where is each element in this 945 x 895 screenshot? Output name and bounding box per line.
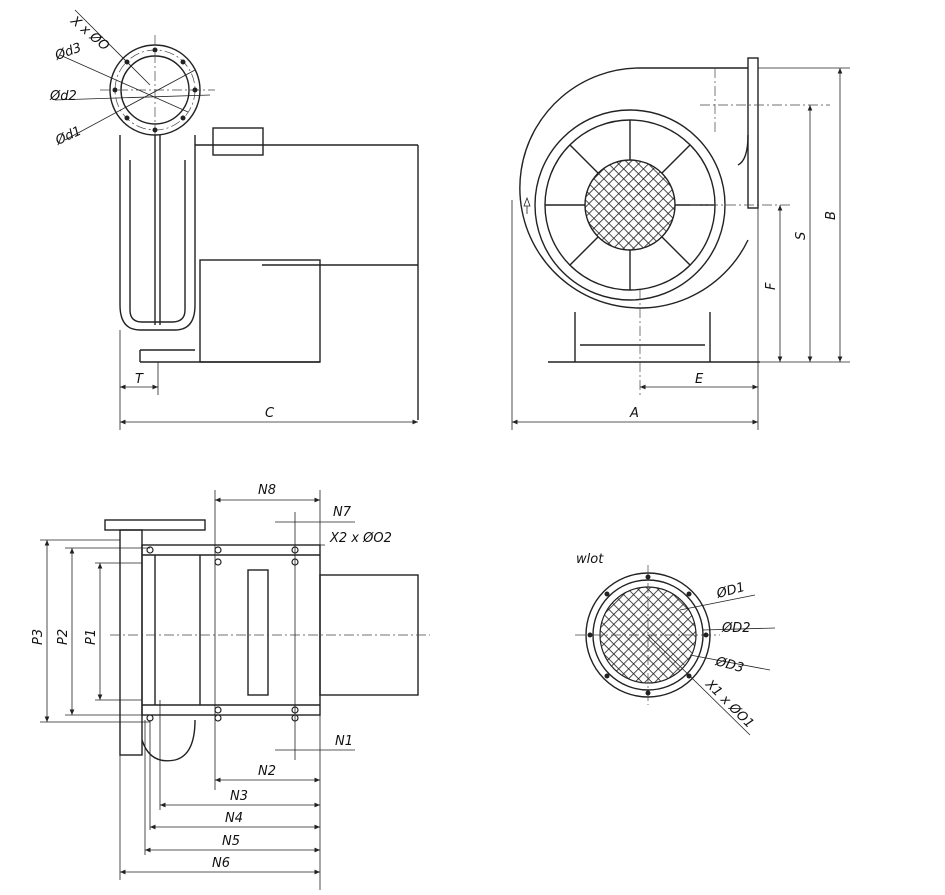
rotation-arrow-icon: [523, 196, 531, 214]
inlet-d3-label: ØD3: [713, 654, 745, 676]
p3-label: P3: [31, 629, 46, 645]
n1-label: N1: [335, 734, 353, 749]
front-view: E A F S B: [511, 57, 850, 430]
p1-label: P1: [84, 629, 99, 645]
n7-label: N7: [333, 505, 352, 520]
foot-holes-label: X2 x ØO2: [329, 531, 392, 546]
t-label: T: [135, 372, 144, 387]
inlet-d1-label: ØD1: [714, 580, 746, 602]
inlet-holes-label: X1 x ØO1: [701, 677, 756, 732]
n3-label: N3: [230, 789, 248, 804]
f-label: F: [764, 282, 779, 290]
d2-label: Ød2: [49, 89, 77, 104]
b-label: B: [824, 211, 839, 220]
s-label: S: [794, 232, 809, 240]
c-label: C: [265, 406, 275, 421]
d3-label: Ød3: [52, 41, 83, 65]
inlet-title: wlot: [576, 552, 604, 567]
inlet-d2-label: ØD2: [721, 621, 751, 636]
side-view: X x ØO Ød3 Ød2 Ød1 T C: [49, 9, 419, 430]
n8-label: N8: [258, 483, 276, 498]
n4-label: N4: [225, 811, 243, 826]
n5-label: N5: [222, 834, 240, 849]
a-label: A: [629, 406, 639, 421]
p2-label: P2: [56, 629, 71, 645]
e-label: E: [695, 372, 704, 387]
n6-label: N6: [212, 856, 230, 871]
n2-label: N2: [258, 764, 276, 779]
d1-label: Ød1: [52, 124, 84, 149]
inlet-view: wlot ØD1 ØD2 ØD3 X1 x ØO1: [575, 552, 776, 736]
top-view: N8 N7 X2 x ØO2 P3 P2 P1 N1 N2 N3 N4 N5 N…: [31, 483, 430, 890]
